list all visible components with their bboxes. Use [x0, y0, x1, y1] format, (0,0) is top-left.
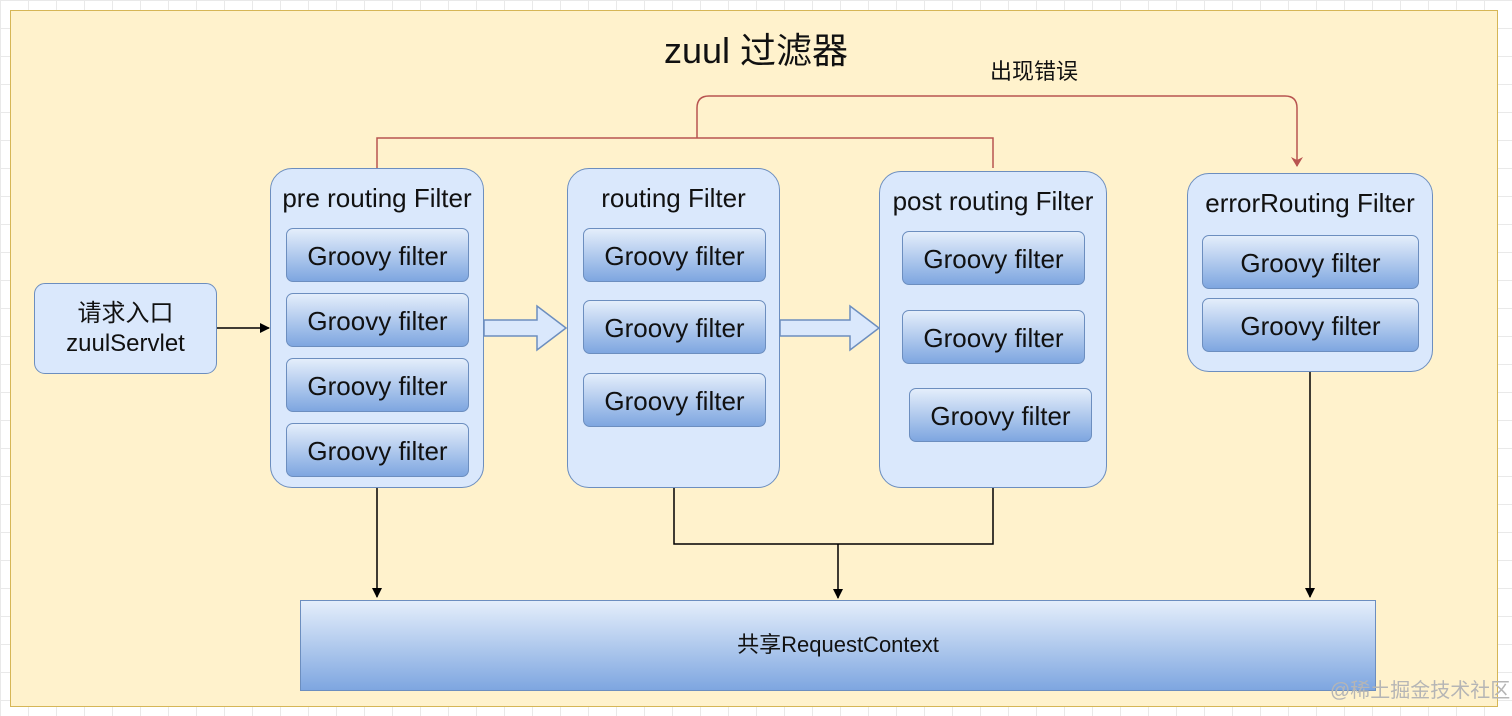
error-edge-label: 出现错误	[990, 59, 1079, 84]
groovy-filter: Groovy filter	[286, 358, 469, 412]
groovy-filter: Groovy filter	[902, 231, 1085, 285]
request-entry-node: 请求入口 zuulServlet	[34, 283, 217, 374]
groovy-filter: Groovy filter	[583, 373, 766, 427]
pre-routing-filter-group: pre routing Filter Groovy filter Groovy …	[270, 168, 484, 488]
groovy-filter: Groovy filter	[1202, 298, 1419, 352]
groovy-filter: Groovy filter	[909, 388, 1092, 442]
flow-arrow-routing-to-post	[779, 304, 881, 352]
routing-filter-group: routing Filter Groovy filter Groovy filt…	[567, 168, 780, 488]
groovy-filter: Groovy filter	[902, 310, 1085, 364]
group-label: pre routing Filter	[282, 183, 472, 213]
groovy-filter: Groovy filter	[286, 423, 469, 477]
groovy-filter: Groovy filter	[286, 293, 469, 347]
groovy-filter: Groovy filter	[1202, 235, 1419, 289]
entry-line-2: zuulServlet	[66, 330, 185, 357]
error-edge	[376, 137, 994, 168]
post-routing-filter-group: post routing Filter Groovy filter Groovy…	[879, 171, 1107, 488]
groovy-filter: Groovy filter	[286, 228, 469, 282]
group-label: post routing Filter	[892, 186, 1094, 216]
error-edge-to-error-filter	[696, 95, 1303, 167]
entry-line-1: 请求入口	[77, 300, 174, 327]
group-label: routing Filter	[601, 183, 746, 213]
flow-arrow-pre-to-routing	[483, 304, 568, 352]
error-routing-filter-group: errorRouting Filter Groovy filter Groovy…	[1187, 173, 1433, 372]
routing-post-to-context	[673, 488, 994, 545]
watermark: @稀土掘金技术社区	[1330, 680, 1511, 702]
diagram-title: zuul 过滤器	[663, 30, 849, 71]
shared-request-context: 共享RequestContext	[300, 600, 1376, 691]
groovy-filter: Groovy filter	[583, 300, 766, 354]
group-label: errorRouting Filter	[1205, 188, 1415, 218]
groovy-filter: Groovy filter	[583, 228, 766, 282]
